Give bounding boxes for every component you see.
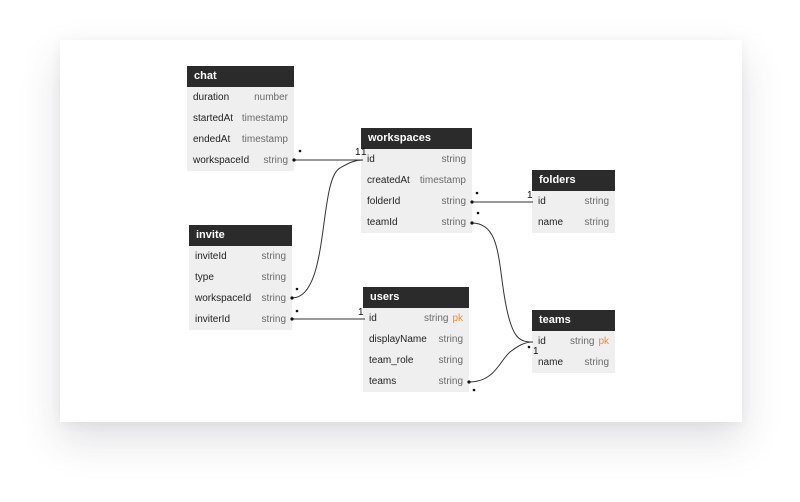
field-row[interactable]: folderId string xyxy=(361,191,472,212)
field-type: string xyxy=(261,251,286,262)
field-type: string xyxy=(263,155,288,166)
field-name: id xyxy=(538,196,546,207)
field-name: teamId xyxy=(367,217,398,228)
field-name: displayName xyxy=(369,334,427,345)
field-type: string xyxy=(584,357,609,368)
table-chat[interactable]: chat duration number startedAt timestamp e… xyxy=(187,66,294,171)
field-row[interactable]: createdAt timestamp xyxy=(361,170,472,191)
primary-key-badge: pk xyxy=(452,313,463,324)
field-row[interactable]: id string xyxy=(361,149,472,170)
field-name: duration xyxy=(193,92,230,103)
table-header[interactable]: folders xyxy=(532,170,615,191)
field-type: string xyxy=(261,293,286,304)
field-row[interactable]: name string xyxy=(532,212,615,233)
field-name: endedAt xyxy=(193,134,231,145)
field-name: createdAt xyxy=(367,175,410,186)
field-type: string xyxy=(584,196,609,207)
field-row[interactable]: name string xyxy=(532,352,615,373)
table-header[interactable]: chat xyxy=(187,66,294,87)
field-name: workspaceId xyxy=(193,155,250,166)
field-type: number xyxy=(254,92,288,103)
table-header[interactable]: workspaces xyxy=(361,128,472,149)
field-row[interactable]: duration number xyxy=(187,87,294,108)
field-type: string xyxy=(438,334,463,345)
field-row[interactable]: workspaceId string xyxy=(189,288,292,309)
table-folders[interactable]: folders id string name string xyxy=(532,170,615,233)
field-name: name xyxy=(538,357,564,368)
table-header[interactable]: users xyxy=(363,287,469,308)
field-row[interactable]: teamId string xyxy=(361,212,472,233)
field-row[interactable]: endedAt timestamp xyxy=(187,129,294,150)
field-name: inviteId xyxy=(195,251,227,262)
field-name: id xyxy=(538,336,546,347)
field-row[interactable]: inviterId string xyxy=(189,309,292,330)
field-name: workspaceId xyxy=(195,293,252,304)
field-row[interactable]: workspaceId string xyxy=(187,150,294,171)
field-row[interactable]: id string xyxy=(532,191,615,212)
field-row[interactable]: type string xyxy=(189,267,292,288)
field-name: name xyxy=(538,217,564,228)
field-type: timestamp xyxy=(241,134,288,145)
table-invite[interactable]: invite inviteId string type string workspa… xyxy=(189,225,292,330)
table-workspaces[interactable]: workspaces id string createdAt timestamp f… xyxy=(361,128,472,233)
field-name: type xyxy=(195,272,214,283)
table-header[interactable]: invite xyxy=(189,225,292,246)
field-type: string xyxy=(438,355,463,366)
field-name: startedAt xyxy=(193,113,234,124)
field-type: string xyxy=(261,314,286,325)
field-name: inviterId xyxy=(195,314,231,325)
field-name: teams xyxy=(369,376,397,387)
field-type: timestamp xyxy=(419,175,466,186)
field-row[interactable]: displayName string xyxy=(363,329,469,350)
table-header[interactable]: teams xyxy=(532,310,615,331)
field-row[interactable]: inviteId string xyxy=(189,246,292,267)
field-type: string xyxy=(261,272,286,283)
field-row[interactable]: team_role string xyxy=(363,350,469,371)
field-type: string xyxy=(584,217,609,228)
field-row[interactable]: startedAt timestamp xyxy=(187,108,294,129)
field-type: timestamp xyxy=(241,113,288,124)
field-type: string xyxy=(441,196,466,207)
field-type: string xyxy=(441,217,466,228)
field-name: id xyxy=(367,154,375,165)
field-type: string xyxy=(438,376,463,387)
field-row[interactable]: teams string xyxy=(363,371,469,392)
field-name: team_role xyxy=(369,355,414,366)
field-type: string xyxy=(441,154,466,165)
field-name: id xyxy=(369,313,377,324)
primary-key-badge: pk xyxy=(598,336,609,347)
field-name: folderId xyxy=(367,196,401,207)
